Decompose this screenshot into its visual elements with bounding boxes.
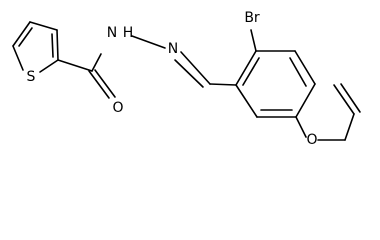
bond [18, 27, 33, 47]
bond [250, 29, 257, 52]
chemical-structure: S O N H N Br O [0, 0, 380, 156]
bond [294, 50, 316, 85]
bond [12, 45, 24, 71]
bond [131, 35, 166, 49]
bond [12, 21, 31, 47]
atom-nitrogen-imine: N [168, 41, 178, 57]
bond [209, 83, 237, 86]
atom-sulfur: S [27, 69, 36, 85]
bond [88, 70, 110, 99]
bond [91, 53, 102, 72]
atom-oxygen-carbonyl: O [112, 100, 123, 116]
atom-oxygen-ether: O [306, 132, 317, 148]
atom-bromine: Br [244, 10, 260, 26]
bond [174, 59, 204, 88]
bond [333, 84, 355, 115]
thiophene-ring [12, 21, 59, 73]
bond [235, 84, 258, 118]
bond [57, 59, 93, 72]
bond [340, 83, 361, 113]
bond [235, 50, 257, 86]
hydrazone-chain [57, 35, 237, 99]
benzene-ring [235, 29, 316, 118]
bond [94, 69, 116, 98]
background [0, 0, 380, 156]
bond [39, 59, 59, 73]
bond [295, 116, 307, 138]
allyloxy-chain [295, 83, 361, 141]
bond [344, 113, 355, 141]
bond [289, 57, 307, 87]
bond [180, 51, 211, 85]
bond [51, 33, 54, 58]
atom-nitrogen-amide: N [107, 25, 117, 41]
bond [29, 21, 58, 31]
bond [242, 57, 260, 86]
atom-hydrogen-amide: H [123, 25, 134, 41]
bond [56, 29, 59, 61]
bond [295, 83, 316, 118]
